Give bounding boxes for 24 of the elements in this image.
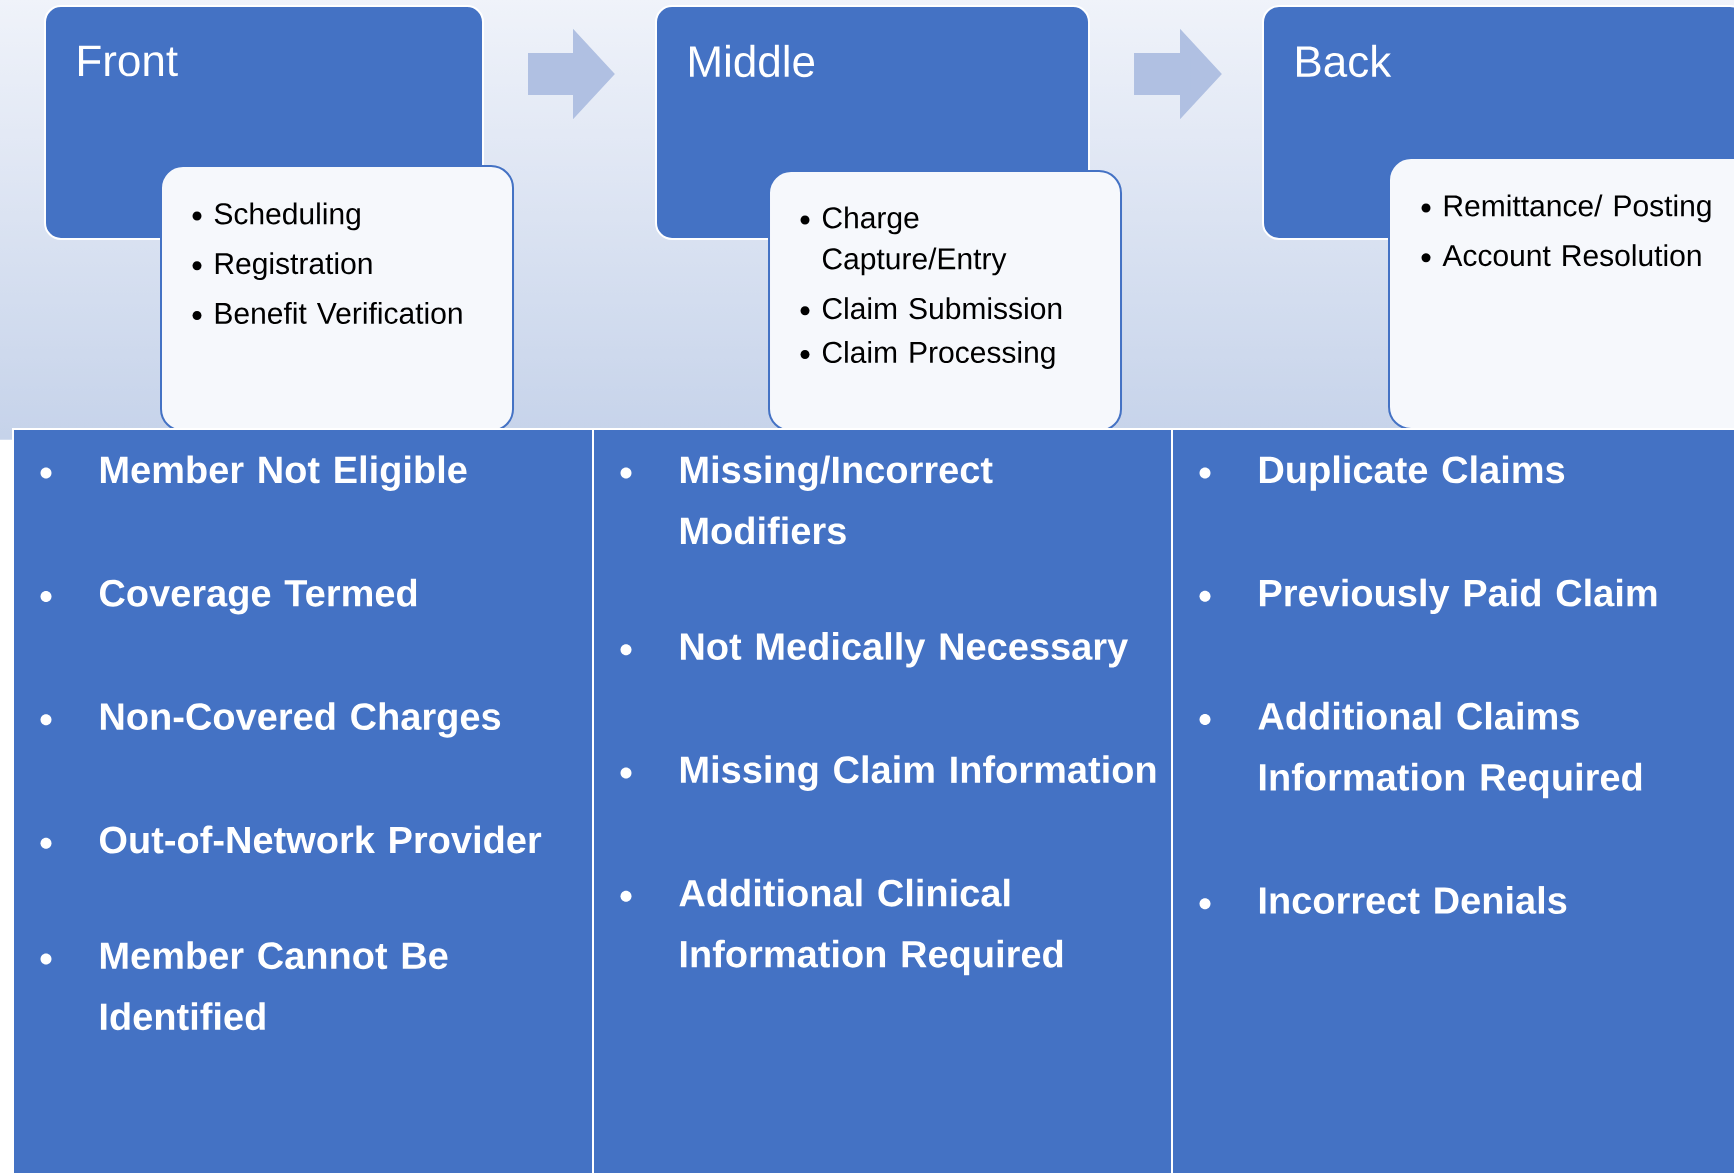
list-item: Missing Claim Information <box>620 755 1156 791</box>
list-card <box>1388 157 1734 430</box>
list-item: Coverage Termed <box>40 578 417 615</box>
list-item: Benefit Verification <box>192 301 462 324</box>
list-item: Previously Paid Claim <box>1199 578 1657 615</box>
list-item: Claim Processing <box>800 341 1055 369</box>
list-item: Additional Claims Information Required <box>1199 701 1642 799</box>
list-item: Claim Submission <box>800 297 1062 320</box>
list-item: Not Medically Necessary <box>620 632 1128 668</box>
list-item: Member Cannot Be Identified <box>40 941 448 1031</box>
column-panel <box>12 428 594 1173</box>
list-item: Out-of-Network Provider <box>40 825 542 854</box>
list-item: Member Not Eligible <box>40 455 467 491</box>
list-item: Missing/Incorrect Modifiers <box>620 455 993 545</box>
list-item: Registration <box>192 252 372 281</box>
list-item: Additional Clinical Information Required <box>620 878 1063 976</box>
list-item: Scheduling <box>192 202 360 231</box>
list-item: Account Resolution <box>1421 244 1701 267</box>
column-panel <box>592 428 1173 1173</box>
list-item: Non-Covered Charges <box>40 702 501 738</box>
list-item: Remittance/ Posting <box>1421 194 1711 223</box>
list-item: Duplicate Claims <box>1199 455 1565 491</box>
column-panel <box>1171 428 1734 1173</box>
list-item: Incorrect Denials <box>1199 886 1567 914</box>
